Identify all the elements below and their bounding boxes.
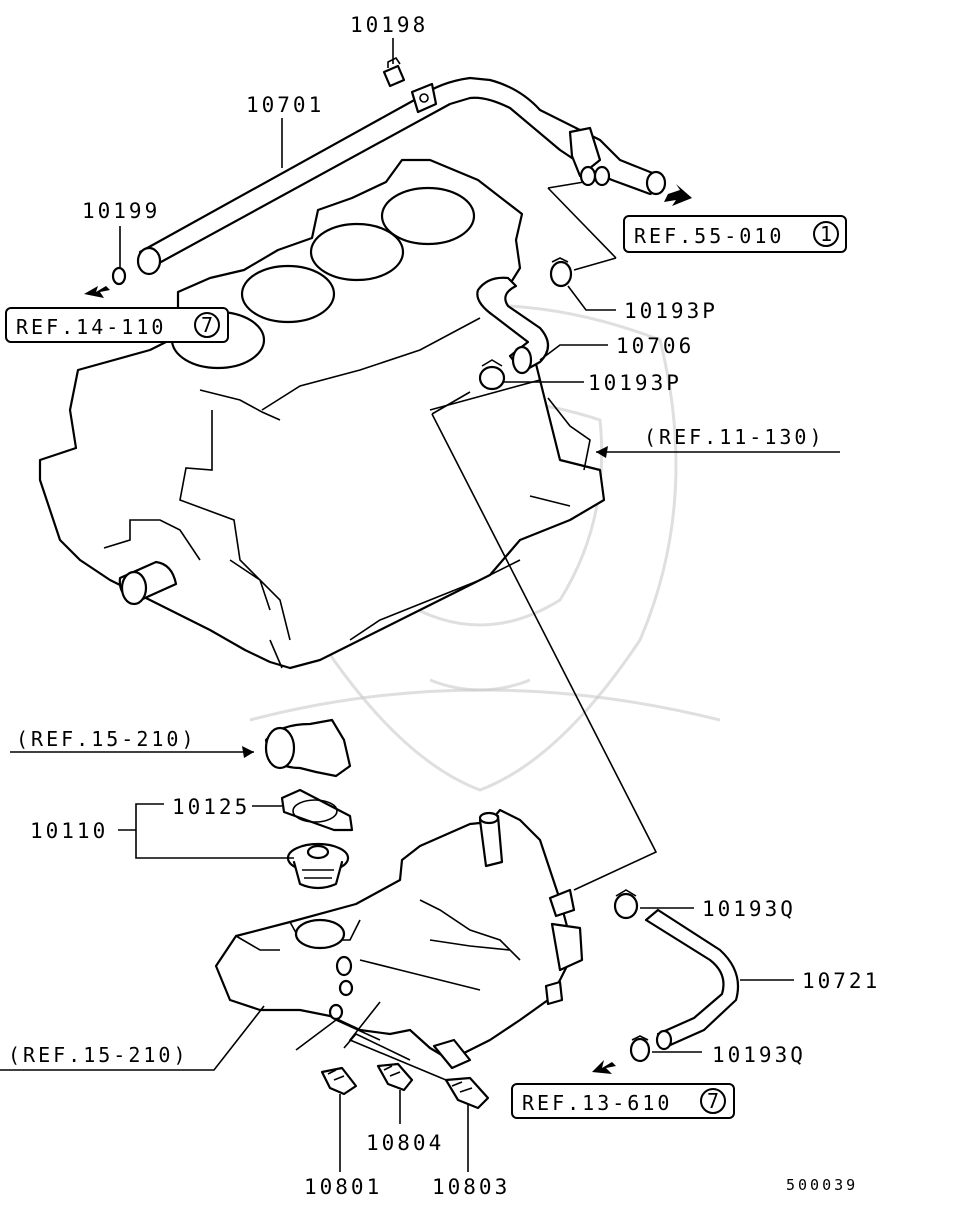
part-label-10199[interactable]: 10199 [82, 199, 160, 223]
water-pipe [136, 56, 667, 276]
arrow-left-icon [84, 286, 110, 298]
clamp-10193Q-lower [629, 1037, 651, 1063]
arrowhead-icon [242, 746, 254, 758]
ref-label-11-130[interactable]: (REF.11-130) [644, 425, 825, 449]
clamp-10193Q-upper [613, 892, 639, 920]
water-outlet-fitting [264, 718, 352, 778]
sensor-10803 [444, 1076, 490, 1110]
part-label-10804[interactable]: 10804 [366, 1131, 444, 1155]
water-inlet-housing [214, 808, 584, 1070]
part-label-10706[interactable]: 10706 [616, 334, 694, 358]
arrow-right-icon [664, 184, 692, 206]
clamp-10193P-upper [549, 260, 573, 288]
svg-text:REF.14-110: REF.14-110 [16, 315, 166, 339]
part-label-10193P-lower[interactable]: 10193P [588, 371, 682, 395]
figure-id: 500039 [786, 1176, 858, 1194]
ref-box-13[interactable]: REF.13-610 7 [511, 1083, 735, 1119]
gasket-10125 [280, 788, 354, 832]
thermostat [286, 842, 350, 890]
engine-block [38, 158, 606, 670]
svg-text:7: 7 [707, 1089, 722, 1113]
part-label-10701[interactable]: 10701 [246, 93, 324, 117]
arrow-left-icon [592, 1060, 616, 1074]
svg-text:7: 7 [201, 313, 216, 337]
o-ring-10199 [111, 266, 127, 286]
svg-text:REF.13-610: REF.13-610 [522, 1091, 672, 1115]
ref-label-15-210-lower[interactable]: (REF.15-210) [8, 1043, 189, 1067]
part-label-10125[interactable]: 10125 [172, 795, 250, 819]
svg-text:1: 1 [820, 222, 835, 246]
hose-10706 [476, 257, 573, 391]
ref-label-15-210-upper[interactable]: (REF.15-210) [16, 727, 197, 751]
part-label-10801[interactable]: 10801 [304, 1175, 382, 1199]
clamp-10193P-lower [478, 365, 506, 391]
part-label-10721[interactable]: 10721 [802, 969, 880, 993]
sensor-10801 [320, 1066, 358, 1096]
arrowhead-icon [596, 446, 608, 458]
part-label-10193P-upper[interactable]: 10193P [624, 299, 718, 323]
sensor-10804 [376, 1062, 414, 1092]
svg-text:REF.55-010: REF.55-010 [634, 224, 784, 248]
part-label-10198[interactable]: 10198 [350, 13, 428, 37]
part-label-10193Q-lower[interactable]: 10193Q [712, 1043, 806, 1067]
part-label-10193Q-upper[interactable]: 10193Q [702, 897, 796, 921]
part-label-10110[interactable]: 10110 [30, 819, 108, 843]
leader-lines [0, 38, 840, 1172]
direction-arrows [84, 184, 692, 1074]
part-label-10803[interactable]: 10803 [432, 1175, 510, 1199]
ref-box-14[interactable]: REF.14-110 7 [5, 307, 229, 343]
ref-box-55[interactable]: REF.55-010 1 [623, 215, 847, 253]
hose-10721 [613, 889, 740, 1063]
